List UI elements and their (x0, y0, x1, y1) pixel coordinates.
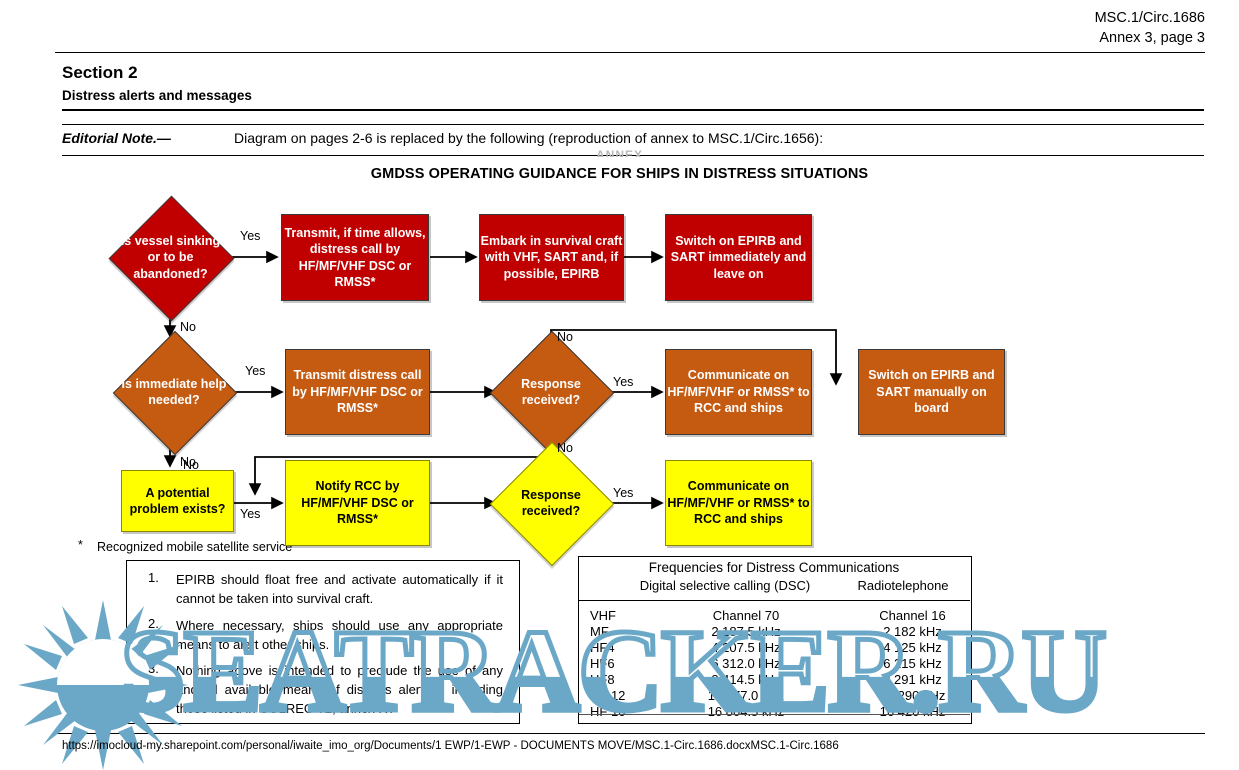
freq-rt: 8 291 kHz (883, 672, 942, 687)
decision-is-vessel-sinking[interactable]: Is vessel sinking or to be abandoned? (108, 195, 235, 322)
freq-dsc: 12 577.0 kHz (707, 688, 785, 703)
freq-rt: 2 182 kHz (883, 624, 942, 639)
step-notify-rcc[interactable]: Notify RCC by HF/MF/VHF DSC or RMSS* (285, 460, 430, 546)
header-divider (55, 52, 1205, 53)
step-label: Transmit, if time allows, distress call … (284, 225, 426, 290)
step-switch-on-epirb-sart-manually[interactable]: Switch on EPIRB and SART manually on boa… (858, 349, 1005, 435)
freq-rt: 4 125 kHz (883, 640, 942, 655)
footer-divider (55, 733, 1205, 734)
freq-band: HF 12 (590, 688, 626, 703)
editorial-note-text: Diagram on pages 2-6 is replaced by the … (234, 130, 824, 146)
freq-rt: 12 290 kHz (879, 688, 946, 703)
freq-rt: 6 215 kHz (883, 656, 942, 671)
section-subtitle: Distress alerts and messages (62, 88, 252, 103)
freq-band: VHF (590, 608, 616, 623)
step-transmit-distress-call-row2[interactable]: Transmit distress call by HF/MF/VHF DSC … (285, 349, 430, 435)
freq-dsc: Channel 70 (712, 608, 780, 623)
page-title: Section 2 (62, 63, 138, 82)
edge-label-row1-no: No (180, 320, 196, 334)
decision-label: Response received? (521, 487, 581, 519)
decision-response-received-row3[interactable]: Response received? (489, 441, 615, 567)
step-label: Switch on EPIRB and SART manually on boa… (868, 368, 995, 416)
frequencies-header-rule (578, 600, 970, 601)
decision-label: Is immediate help needed? (121, 376, 227, 408)
step-label: Embark in survival craft with VHF, SART … (480, 233, 623, 281)
page-header: MSC.1/Circ.1686 Annex 3, page 3 (1095, 8, 1205, 48)
decision-a-potential-problem-exists[interactable]: A potential problem exists? (121, 470, 234, 532)
footnote-marker: * (78, 538, 83, 552)
decision-label: Is vessel sinking or to be abandoned? (120, 233, 221, 281)
edge-label-row3-response-no: No (557, 441, 573, 455)
freq-rt: 16 420 kHz (879, 704, 946, 719)
frequencies-title: Frequencies for Distress Communications (648, 560, 900, 575)
freq-dsc: 2 187.5 kHz (711, 624, 781, 639)
editorial-note-label: Editorial Note.— (62, 130, 171, 146)
section-divider (62, 109, 1204, 111)
freq-dsc: 8 414.5 kHz (711, 672, 781, 687)
frequencies-footer-rule (578, 714, 970, 715)
step-label: Transmit distress call by HF/MF/VHF DSC … (292, 368, 423, 416)
step-communicate-rcc-ships-row2[interactable]: Communicate on HF/MF/VHF or RMSS* to RCC… (665, 349, 812, 435)
decision-response-received-row2[interactable]: Response received? (489, 330, 615, 456)
annex-page-label: Annex 3, page 3 (1099, 30, 1205, 46)
freq-band: HF 16 (590, 704, 626, 719)
step-label: Switch on EPIRB and SART immediately and… (670, 233, 807, 281)
step-label: Notify RCC by HF/MF/VHF DSC or RMSS* (301, 479, 414, 527)
edge-label-row1-yes: Yes (240, 229, 261, 243)
note-number: 2. (148, 616, 159, 631)
frequencies-box (578, 556, 972, 724)
edge-label-row3-no: No (183, 458, 199, 472)
decision-is-immediate-help-needed[interactable]: Is immediate help needed? (112, 330, 238, 456)
edge-label-row2-response-no: No (557, 330, 573, 344)
freq-dsc: 16 804.5 kHz (707, 704, 785, 719)
edge-label-row2-yes: Yes (245, 364, 266, 378)
note-text: EPIRB should float free and activate aut… (176, 572, 503, 606)
step-label: A potential problem exists? (129, 485, 226, 517)
footer-url: https://imocloud-my.sharepoint.com/perso… (62, 740, 839, 752)
freq-dsc: 6 312.0 kHz (711, 656, 781, 671)
step-label: Communicate on HF/MF/VHF or RMSS* to RCC… (667, 479, 810, 527)
freq-band: HF6 (590, 656, 615, 671)
step-switch-on-epirb-sart-immediately[interactable]: Switch on EPIRB and SART immediately and… (665, 214, 812, 301)
note-text: Nothing above is intended to preclude th… (176, 663, 503, 716)
edge-label-row3-response-yes: Yes (613, 486, 634, 500)
freq-band: HF4 (590, 640, 615, 655)
footnote-text: Recognized mobile satellite service (97, 540, 293, 554)
step-label: Communicate on HF/MF/VHF or RMSS* to RCC… (667, 368, 810, 416)
freq-band: MF (590, 624, 609, 639)
editorial-divider-top (62, 124, 1204, 125)
note-number: 1. (148, 570, 159, 585)
notes-box (126, 560, 520, 724)
doc-reference: MSC.1/Circ.1686 (1094, 10, 1205, 26)
annex-ghost-text: ANNEX (595, 148, 643, 157)
edge-label-row3-yes: Yes (240, 507, 261, 521)
editorial-divider-bottom (62, 155, 1204, 156)
frequencies-col-radiotelephone: Radiotelephone (857, 578, 949, 593)
step-transmit-distress-call-row1[interactable]: Transmit, if time allows, distress call … (281, 214, 429, 301)
step-embark-survival-craft[interactable]: Embark in survival craft with VHF, SART … (479, 214, 624, 301)
freq-dsc: 4 207.5 kHz (711, 640, 781, 655)
edge-label-row2-response-yes: Yes (613, 375, 634, 389)
freq-rt: Channel 16 (879, 608, 946, 623)
note-text: Where necessary, ships should use any ap… (176, 618, 503, 652)
decision-label: Response received? (521, 376, 581, 408)
edge-label-row2-no: No (180, 455, 196, 469)
freq-band: HF8 (590, 672, 615, 687)
step-communicate-rcc-ships-row3[interactable]: Communicate on HF/MF/VHF or RMSS* to RCC… (665, 460, 812, 546)
flowchart-title: GMDSS OPERATING GUIDANCE FOR SHIPS IN DI… (370, 166, 869, 182)
frequencies-col-dsc: Digital selective calling (DSC) (639, 578, 811, 593)
